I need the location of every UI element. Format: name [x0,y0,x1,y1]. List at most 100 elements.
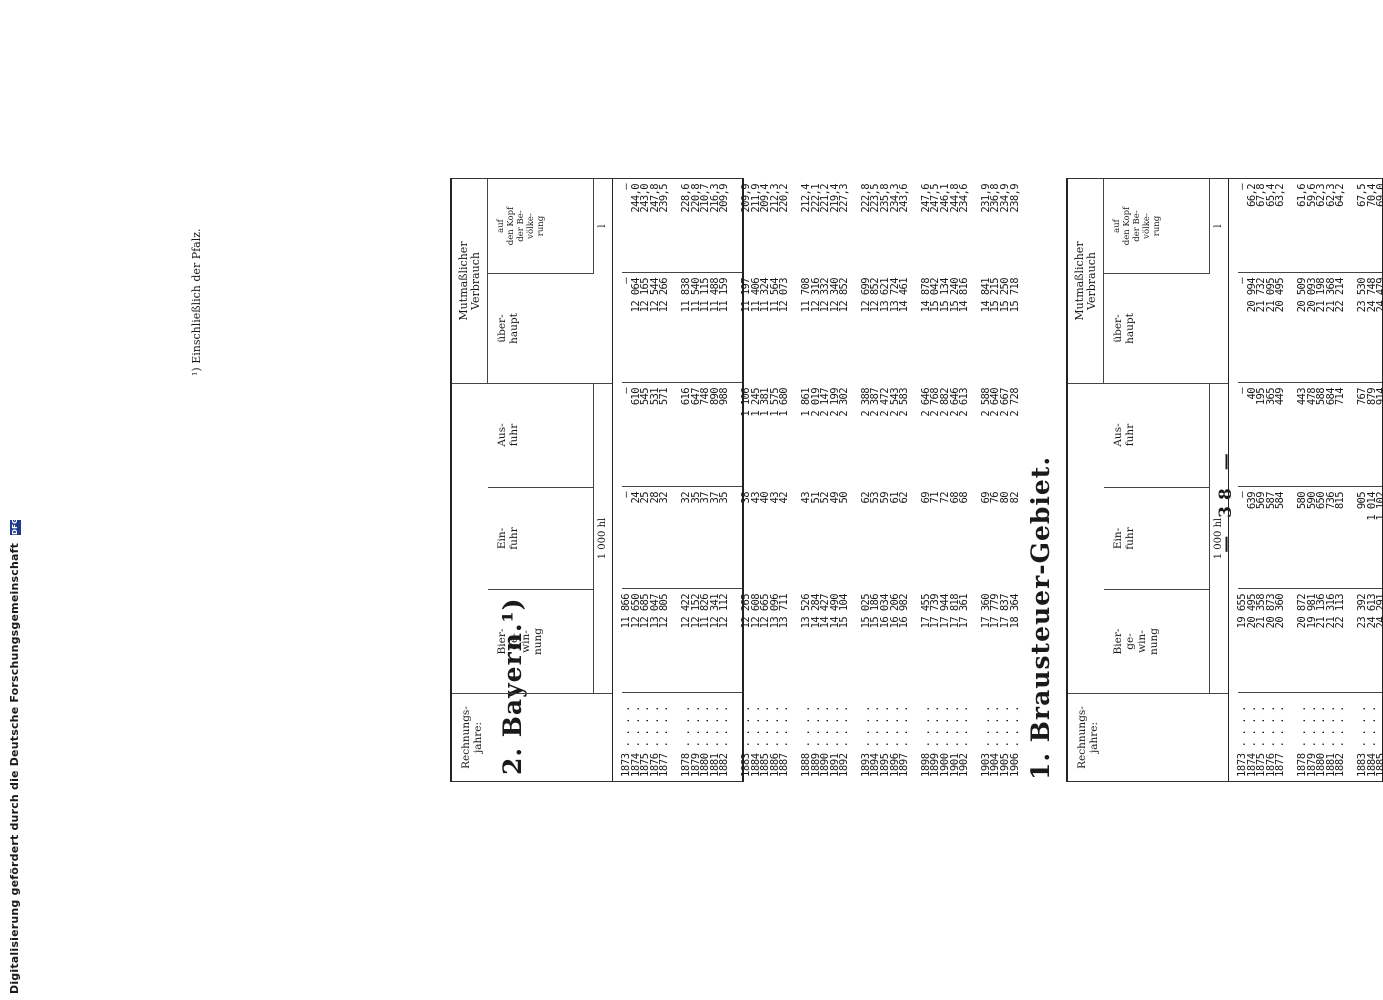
total-cell: 11 159 [718,278,731,313]
column-rule [622,272,742,273]
header-total: über- haupt [1104,273,1210,383]
column-rule [622,382,742,383]
per-capita-cell: 63,2 [1274,184,1287,207]
header-quantities: Bier- ge- win- nung Ein- fuhr Aus- fuhr … [1068,383,1228,693]
total-cell: 12 852 [838,278,851,313]
export-cell: 449 [1274,388,1287,406]
column-rule [622,588,742,589]
table-header: Rechnungs- jahre: Bier- ge- win- nung Ei… [1068,179,1229,781]
section-2-table: Rechnungs- jahre: Bier- ge- win- nung Ei… [450,178,1021,782]
header-import: Ein- fuhr [1104,487,1210,589]
production-cell: 17 361 [958,594,971,629]
row-group: 1873 . . . .11 866————1874 . . . .12 650… [620,179,671,781]
year-cell: 1885 . . . . [1375,706,1383,777]
import-cell: 42 [778,492,791,504]
column-rule [1238,588,1382,589]
year-cell: 1877 . . . . [658,705,671,777]
production-cell: 18 364 [1008,594,1021,629]
total-cell: 12 266 [658,278,671,313]
production-cell: 16 982 [898,594,911,629]
header-total: über- haupt [488,273,594,383]
total-cell: 14 461 [898,278,911,313]
import-cell: 68 [958,492,971,504]
header-consumption: Mutmaßlicher Verbrauch über- haupt auf d… [1068,179,1228,383]
row-group: 1873 . . . .19 655————1874 . . . .20 495… [1236,179,1287,781]
footnote: ¹) Einschließlich der Pfalz. [190,228,203,376]
column-rule [1238,486,1382,487]
unit-label: 1 000 hl [593,384,612,693]
production-cell: 12 805 [658,594,671,629]
per-capita-cell: 238,9 [1008,184,1021,213]
per-capita-cell: 227,3 [838,184,851,213]
header-consumption-group: Mutmaßlicher Verbrauch [452,179,488,383]
section-1-table: Rechnungs- jahre: Bier- ge- win- nung Ei… [1066,178,1383,782]
header-import: Ein- fuhr [488,487,594,589]
header-export: Aus- fuhr [496,423,520,447]
header-consumption: Mutmaßlicher Verbrauch über- haupt auf d… [452,179,612,383]
export-cell: 571 [658,388,671,406]
per-capita-cell: 243,6 [898,184,911,213]
year-cell: 1887 . . . . [778,705,791,777]
dfg-logo: DFG [9,517,21,535]
production-cell: 20 360 [1274,594,1287,629]
export-cell: 2 583 [898,388,911,417]
import-cell: 82 [1008,492,1021,504]
year-cell: 1882 . . . . [718,705,731,777]
table-row: 1873 . . . .11 866———— [620,179,632,781]
production-cell: 13 711 [778,594,791,629]
year-cell: 1877 . . . . [1274,705,1287,777]
column-rule [622,486,742,487]
credit-text: Digitalisierung gefördert durch die Deut… [8,542,21,994]
table-header: Rechnungs- jahre: Bier- ge- win- nung Ei… [452,179,613,781]
section-2-rows: 1873 . . . .11 866————1874 . . . .12 650… [620,179,1032,781]
import-cell: 815 [1334,492,1347,510]
total-cell: 12 073 [778,278,791,313]
export-cell: 914 [1375,388,1383,406]
per-capita-cell: 209,9 [718,184,731,213]
year-cell: 1897 . . . . [898,705,911,777]
per-capita-cell: 64,2 [1334,184,1347,207]
header-consumption-group: Mutmaßlicher Verbrauch [1068,179,1104,383]
production-cell: 15 104 [838,594,851,629]
production-cell: 22 113 [1334,594,1347,629]
import-cell: 35 [718,492,731,504]
header-production: Bier- ge- win- nung [1104,589,1210,693]
year-cell: 1882 . . . . [1334,705,1347,777]
column-rule [1238,272,1382,273]
